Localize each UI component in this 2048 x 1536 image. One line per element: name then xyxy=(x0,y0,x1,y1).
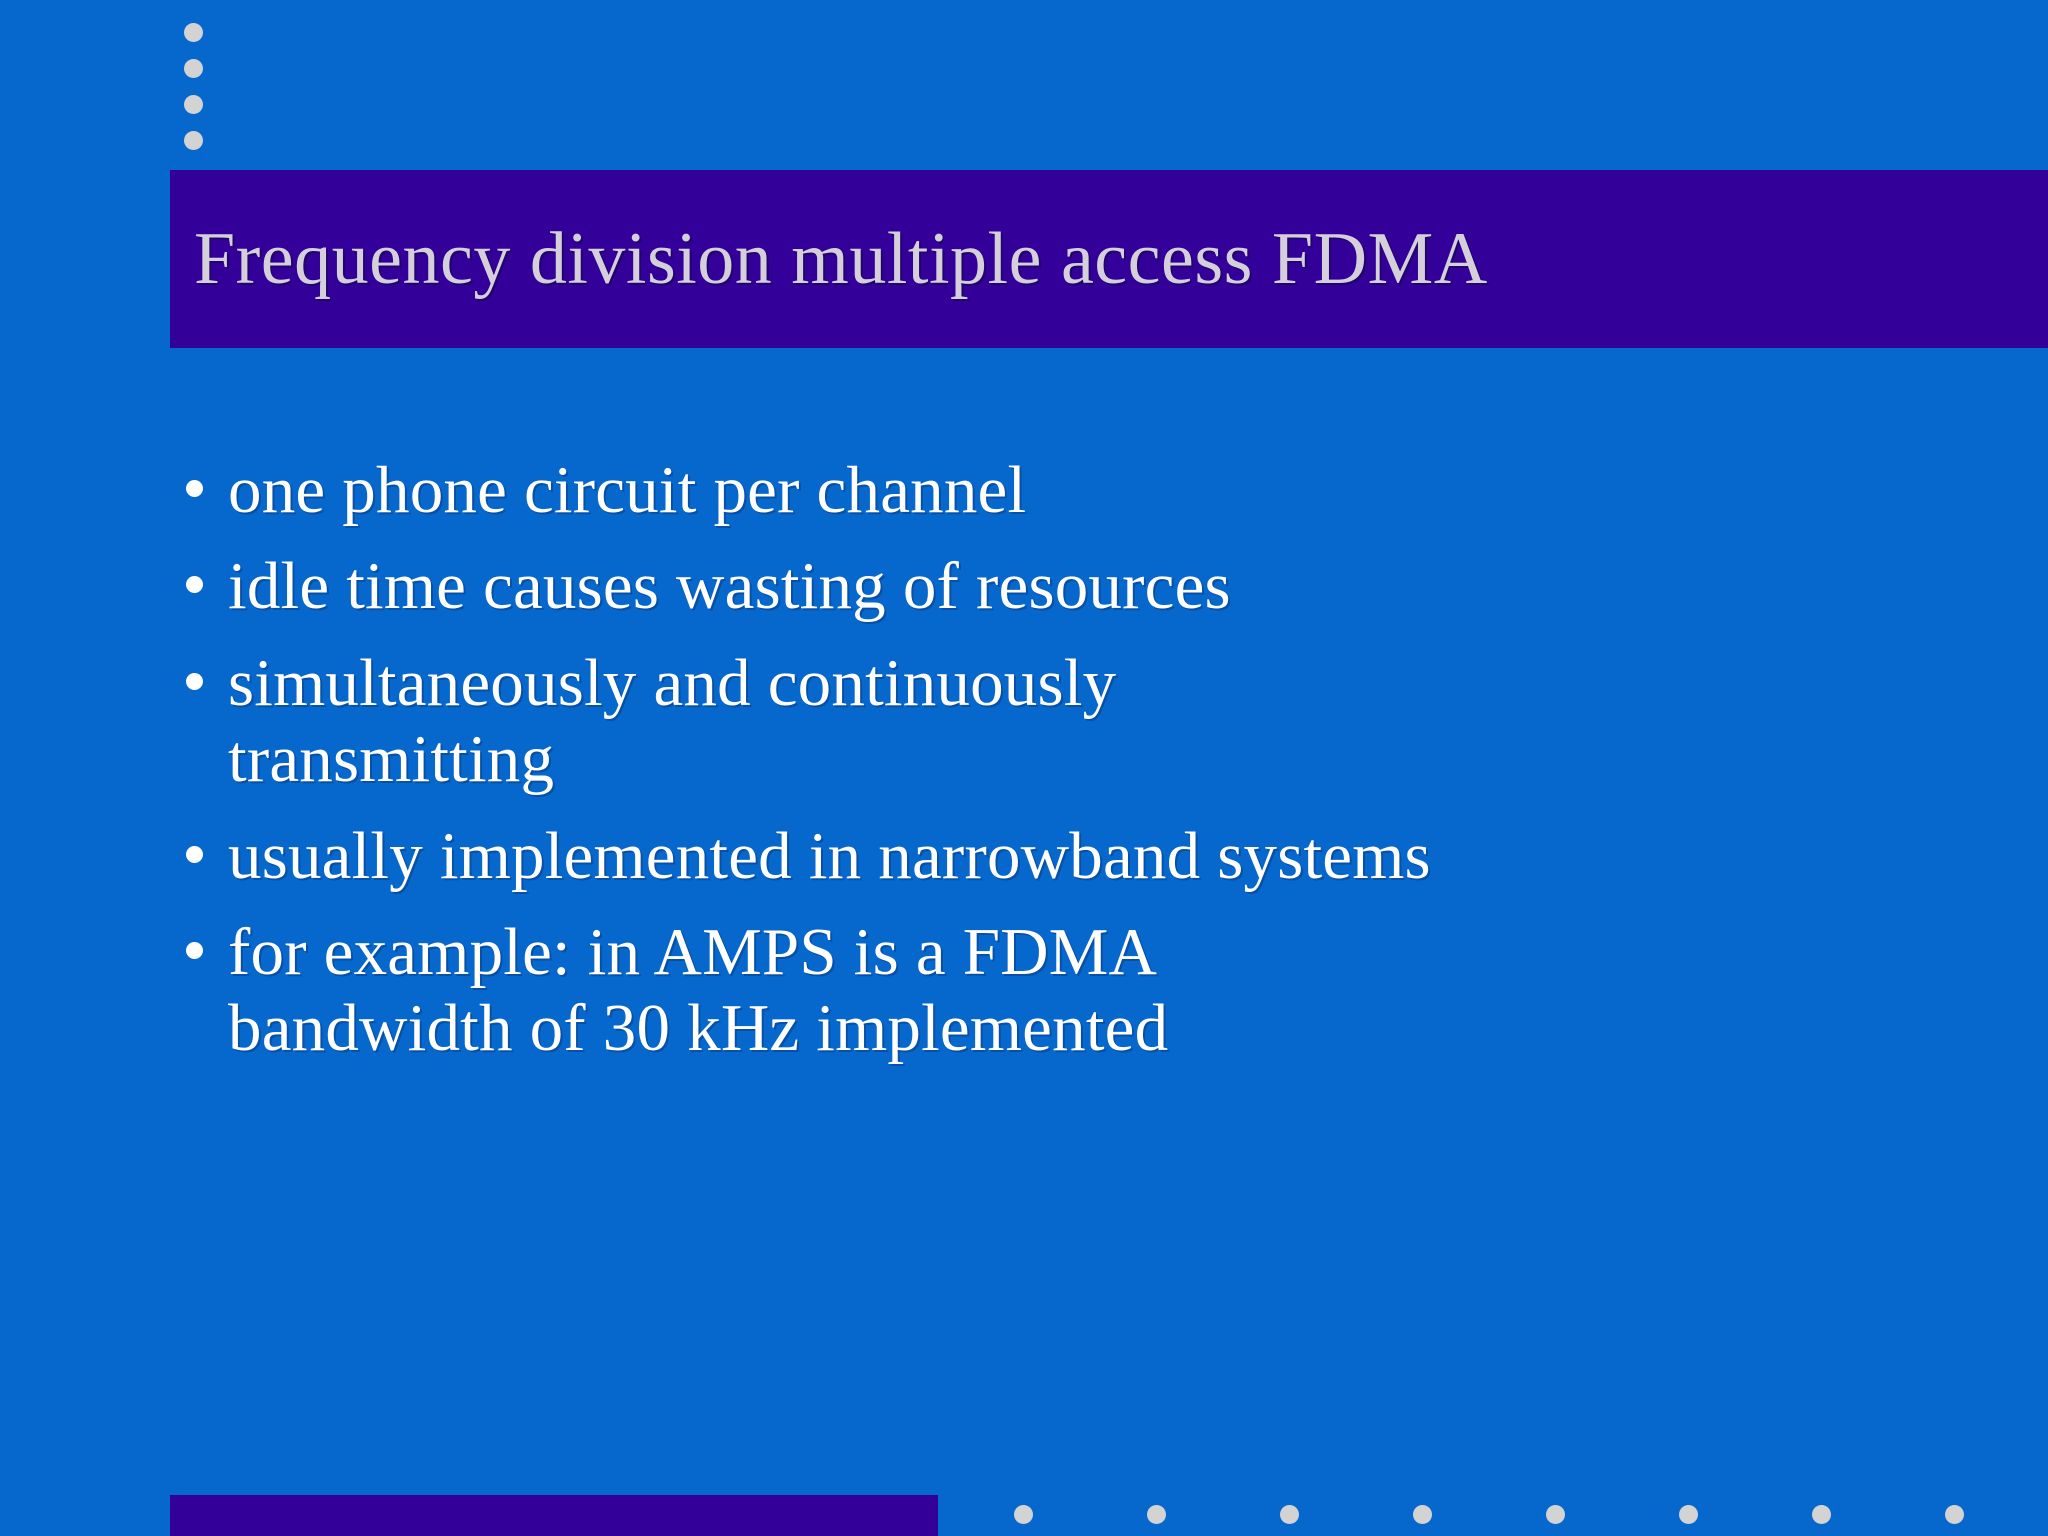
decorative-dot-icon xyxy=(1679,1505,1698,1524)
bullet-point-icon xyxy=(170,546,228,618)
decorative-dot-icon xyxy=(1413,1505,1432,1524)
decorative-dot-column xyxy=(184,14,208,150)
list-item: simultaneously and continuously transmit… xyxy=(170,643,1960,798)
bullet-point-icon xyxy=(170,450,228,522)
bullet-text: one phone circuit per channel xyxy=(228,453,1027,527)
footer-accent-bar xyxy=(170,1495,938,1536)
bullet-point-icon xyxy=(170,643,228,715)
decorative-dot-icon xyxy=(184,59,203,78)
list-item: usually implemented in narrowband system… xyxy=(170,816,1960,894)
decorative-dot-icon xyxy=(1945,1505,1964,1524)
title-band: Frequency division multiple access FDMA xyxy=(170,170,2048,348)
bullet-text: simultaneously and continuously transmit… xyxy=(228,645,1117,797)
decorative-dot-icon xyxy=(184,23,203,42)
decorative-dot-icon xyxy=(1812,1505,1831,1524)
list-item: idle time causes wasting of resources xyxy=(170,546,1960,624)
bullet-list: one phone circuit per channel idle time … xyxy=(170,450,1960,1085)
bullet-text: for example: in AMPS is a FDMA bandwidth… xyxy=(228,914,1169,1066)
bullet-point-icon xyxy=(170,816,228,888)
list-item: for example: in AMPS is a FDMA bandwidth… xyxy=(170,912,1960,1067)
decorative-dot-icon xyxy=(1546,1505,1565,1524)
bullet-text: idle time causes wasting of resources xyxy=(228,549,1231,624)
decorative-dot-icon xyxy=(1147,1505,1166,1524)
list-item: one phone circuit per channel xyxy=(170,450,1960,528)
bullet-text: usually implemented in narrowband system… xyxy=(228,818,1431,893)
decorative-dot-icon xyxy=(1014,1505,1033,1524)
decorative-dot-row xyxy=(1014,1505,2048,1529)
bullet-point-icon xyxy=(170,912,228,984)
decorative-dot-icon xyxy=(184,131,203,150)
decorative-dot-icon xyxy=(184,95,203,114)
decorative-dot-icon xyxy=(1280,1505,1299,1524)
slide-title: Frequency division multiple access FDMA xyxy=(194,218,1488,300)
